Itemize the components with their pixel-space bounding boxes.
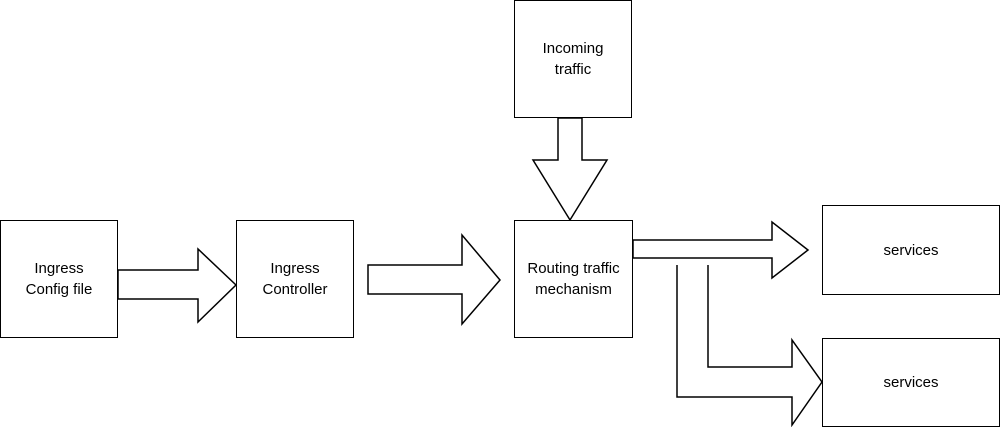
node-services-1-label: services [883, 241, 939, 259]
node-services-2-label: services [883, 374, 939, 391]
node-incoming-traffic-line1: Incoming [542, 40, 604, 57]
node-ingress-config-file: Ingress Config file [0, 220, 118, 338]
arrow-config-to-controller [117, 247, 238, 324]
arrow-incoming-to-routing [531, 117, 609, 222]
node-ingress-config-file-line1: Ingress [34, 260, 84, 277]
node-services-2: services [822, 338, 1000, 427]
node-incoming-traffic: Incoming traffic [514, 0, 632, 118]
node-ingress-controller-line1: Ingress [270, 260, 320, 277]
node-ingress-controller: Ingress Controller [236, 220, 354, 338]
node-routing-traffic-mechanism: Routing traffic mechanism [514, 220, 633, 338]
node-services-1: services [822, 205, 1000, 295]
node-incoming-traffic-line2: traffic [554, 61, 592, 78]
node-routing-traffic-mechanism-line2: mechanism [535, 281, 612, 298]
arrow-routing-to-services-1 [632, 220, 810, 280]
arrow-routing-to-services-2 [676, 265, 823, 427]
node-ingress-controller-line2: Controller [262, 281, 328, 298]
node-ingress-config-file-line2: Config file [25, 281, 93, 298]
arrow-controller-to-routing [367, 232, 501, 327]
node-routing-traffic-mechanism-line1: Routing traffic [527, 260, 620, 277]
